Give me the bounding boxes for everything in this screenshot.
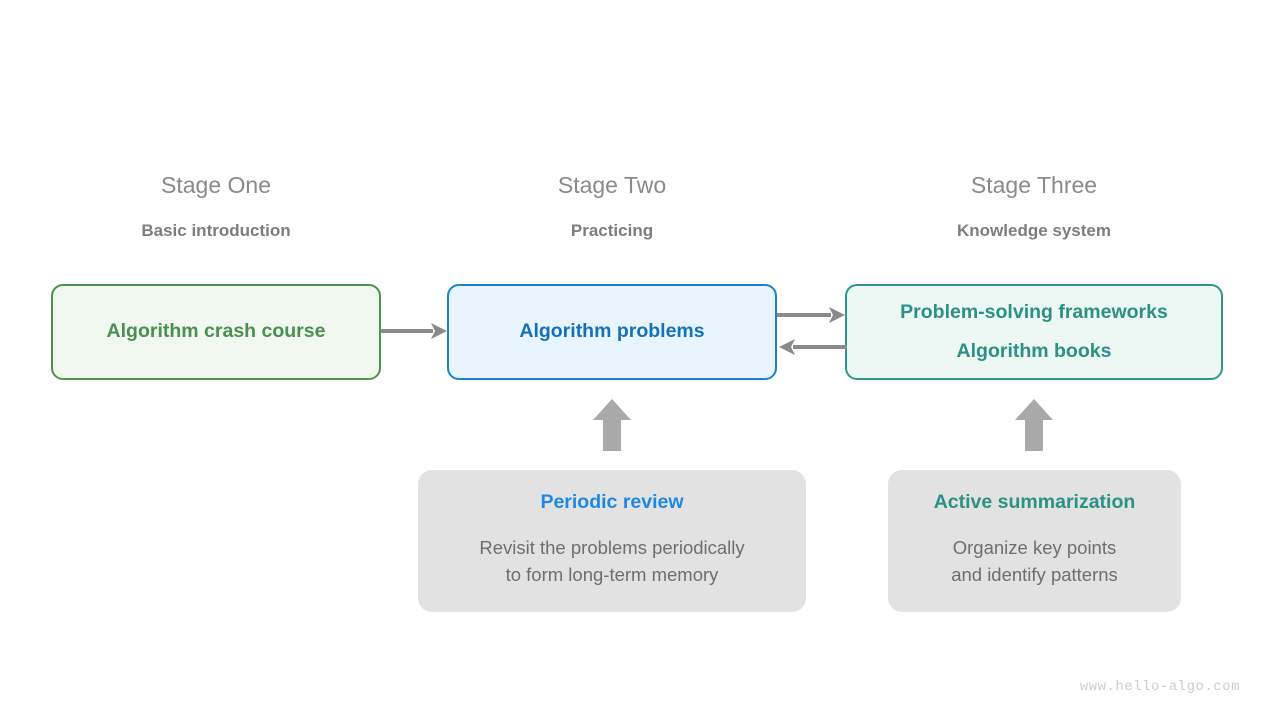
node-problem-solving-frameworks[interactable]: Problem-solving frameworks Algorithm boo… [845,284,1223,380]
stage-header-two: Stage Two Practicing [447,172,777,240]
stage-subtitle: Basic introduction [141,221,291,240]
note-title: Periodic review [540,490,684,513]
node-algorithm-crash-course[interactable]: Algorithm crash course [51,284,381,380]
arrow-left-icon [779,339,847,355]
stage-header-one: Stage One Basic introduction [51,172,381,240]
connector-review-to-problems [593,399,631,451]
stage-title: Stage Two [557,172,667,198]
note-body-line-1: Organize key points [952,537,1117,559]
connector-summary-to-frameworks [1015,399,1053,451]
arrow-up-icon [1015,399,1053,451]
arrow-right-icon [777,307,845,323]
stage-header-three: Stage Three Knowledge system [845,172,1223,240]
arrow-right-icon [381,323,447,339]
node-algorithm-problems[interactable]: Algorithm problems [447,284,777,380]
watermark-url: www.hello-algo.com [1079,679,1240,695]
node-label: Algorithm problems [519,320,705,343]
stage-subtitle: Practicing [570,221,654,240]
arrow-up-icon [593,399,631,451]
note-body-line-2: and identify patterns [951,564,1118,586]
connector-crash-to-problems [381,323,447,339]
node-label-line-1: Problem-solving frameworks [900,300,1168,323]
stage-title: Stage Three [970,172,1098,198]
connector-problems-to-frameworks [777,307,845,323]
note-active-summarization[interactable]: Active summarization Organize key points… [888,470,1181,612]
connector-frameworks-to-problems [779,339,847,355]
stage-title: Stage One [161,172,271,198]
note-periodic-review[interactable]: Periodic review Revisit the problems per… [418,470,806,612]
node-label: Algorithm crash course [106,320,326,343]
stage-subtitle: Knowledge system [957,221,1111,240]
note-body-line-2: to form long-term memory [505,564,719,586]
node-label-line-2: Algorithm books [956,340,1112,362]
note-title: Active summarization [933,490,1136,513]
note-body-line-1: Revisit the problems periodically [479,537,745,559]
